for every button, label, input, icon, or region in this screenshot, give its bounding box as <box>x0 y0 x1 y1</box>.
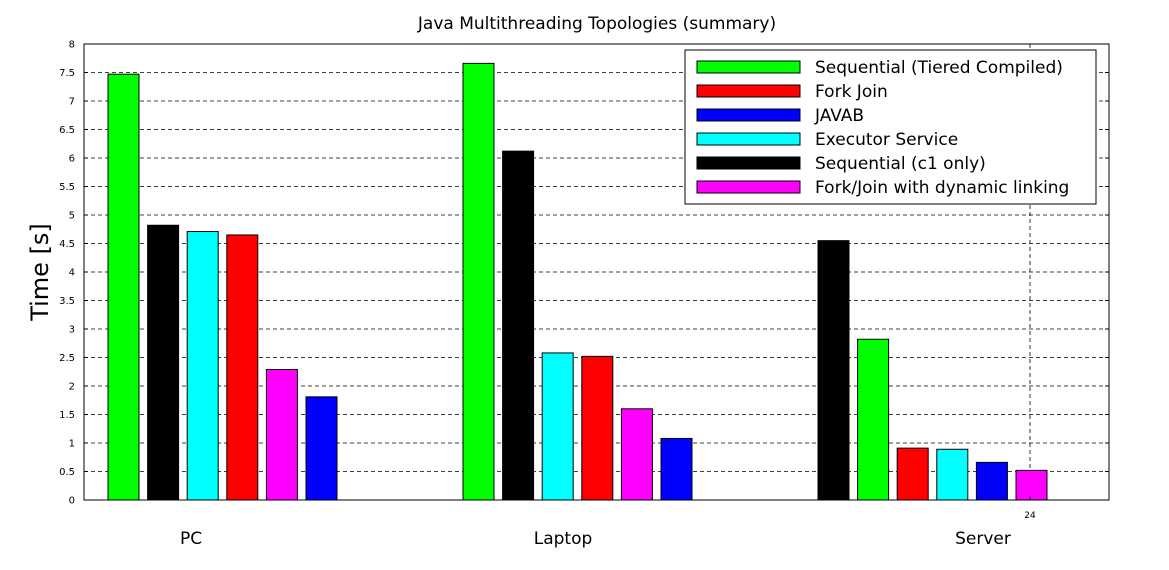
legend-label: Fork Join <box>815 82 888 102</box>
y-tick-label: 3 <box>69 325 75 336</box>
legend-label: Sequential (Tiered Compiled) <box>815 58 1063 78</box>
x-tick-label: 24 <box>1024 511 1036 521</box>
bar-pc-4 <box>265 368 298 501</box>
y-axis-ticks: 0 0.5 1 1.5 2 2.5 3 3.5 4 4.5 5 5.5 6 6.5 7 7.5 8 24 <box>59 40 1109 521</box>
y-tick-label: 0.5 <box>59 467 75 478</box>
y-tick-label: 1 <box>69 439 75 450</box>
y-tick-label: 6 <box>69 154 75 165</box>
legend-box <box>684 49 1097 205</box>
legend-label: Executor Service <box>815 130 958 150</box>
y-tick-label: 6.5 <box>59 125 75 136</box>
bar-laptop-0 <box>462 62 495 501</box>
bar-server-5 <box>1015 469 1048 501</box>
chart-title: Java Multithreading Topologies (summary) <box>417 14 776 34</box>
y-axis-label: Time [s] <box>26 223 54 322</box>
y-tick-label: 3.5 <box>59 296 75 307</box>
bar-server-2 <box>896 447 929 501</box>
bars <box>107 62 1048 501</box>
legend-label: Fork/Join with dynamic linking <box>815 178 1069 198</box>
bar-pc-2 <box>186 231 219 501</box>
legend-swatch <box>696 84 801 98</box>
y-tick-label: 1.5 <box>59 410 75 421</box>
y-tick-label: 7.5 <box>59 68 75 79</box>
x-category-label: Server <box>955 529 1011 549</box>
bar-server-0 <box>817 240 850 501</box>
legend-label: Sequential (c1 only) <box>815 154 986 174</box>
y-tick-label: 5 <box>69 211 75 222</box>
y-tick-label: 2.5 <box>59 353 75 364</box>
legend-swatch <box>696 180 801 194</box>
bar-laptop-2 <box>541 352 574 501</box>
legend-swatch <box>696 60 801 74</box>
bar-laptop-3 <box>581 355 614 501</box>
bar-pc-3 <box>226 234 259 501</box>
legend-swatch <box>696 108 801 122</box>
x-category-label: Laptop <box>534 529 593 549</box>
y-tick-label: 7 <box>69 97 75 108</box>
y-tick-label: 4.5 <box>59 239 75 250</box>
y-tick-label: 5.5 <box>59 182 75 193</box>
y-tick-label: 0 <box>69 496 75 507</box>
legend-swatch <box>696 132 801 146</box>
y-tick-label: 8 <box>69 40 75 51</box>
bar-pc-1 <box>147 224 180 501</box>
bar-pc-5 <box>305 396 338 501</box>
bar-laptop-4 <box>620 408 653 501</box>
bar-server-4 <box>975 461 1008 501</box>
bar-server-1 <box>857 338 890 501</box>
bar-laptop-1 <box>502 150 535 501</box>
x-axis-labels: PC Laptop Server <box>180 529 1011 549</box>
y-tick-label: 2 <box>69 382 75 393</box>
bar-pc-0 <box>107 73 140 501</box>
legend-label: JAVAB <box>814 106 864 126</box>
x-category-label: PC <box>180 529 202 549</box>
bar-server-3 <box>936 448 969 501</box>
legend-swatch <box>696 156 801 170</box>
legend: Sequential (Tiered Compiled) Fork JoinJAV… <box>684 49 1097 205</box>
bar-laptop-5 <box>660 437 693 501</box>
y-tick-label: 4 <box>69 268 75 279</box>
